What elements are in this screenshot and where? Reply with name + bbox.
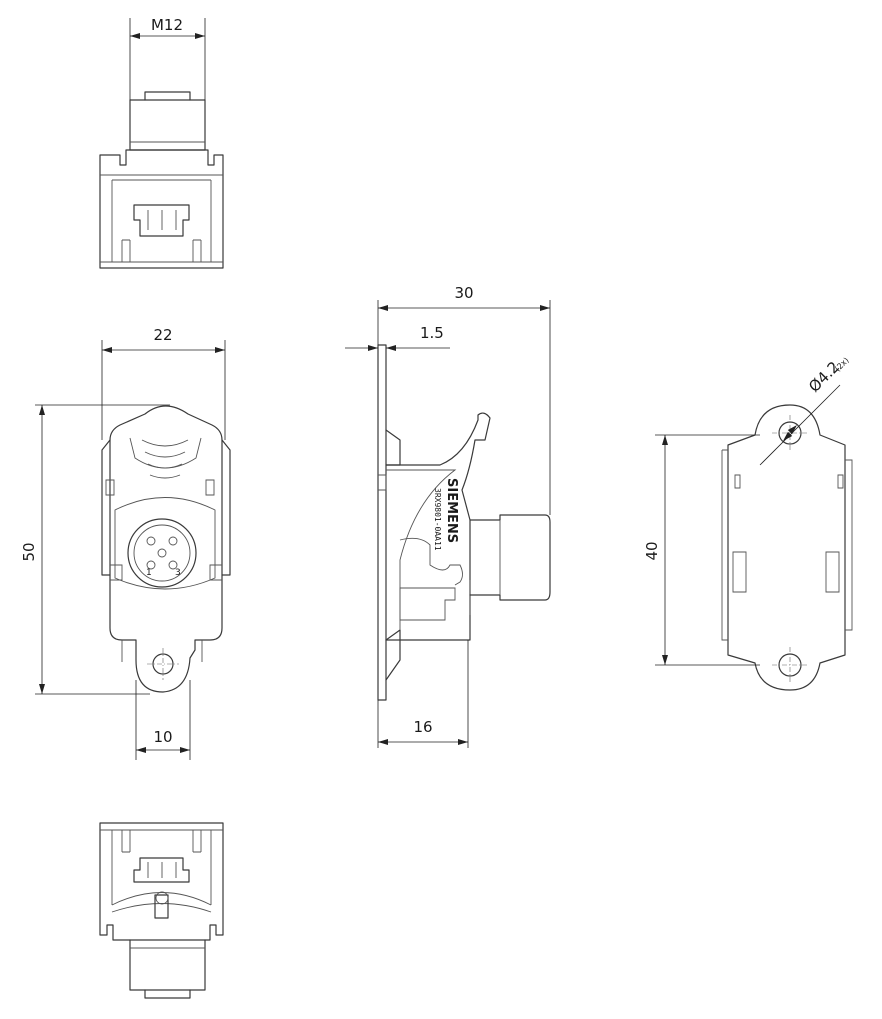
dimension-40: 40	[643, 434, 760, 666]
dim-40-label: 40	[643, 541, 661, 560]
dimension-50: 50	[20, 404, 170, 695]
dimension-22: 22	[101, 326, 226, 440]
side-view: SIEMENS 3RX9801-0AA11	[377, 344, 551, 701]
dimension-30: 30	[377, 284, 551, 515]
dim-50-label: 50	[20, 542, 38, 561]
front-view: 1 3	[101, 405, 231, 693]
dim-1-5-label: 1.5	[420, 324, 444, 342]
dim-30-label: 30	[454, 284, 473, 302]
dimension-hole-diameter: Ø4.2 (2x)	[759, 356, 851, 466]
dimension-16: 16	[377, 640, 469, 748]
dim-10-label: 10	[153, 728, 172, 746]
bottom-view	[99, 822, 224, 999]
dimension-10: 10	[135, 680, 191, 760]
rear-view	[721, 404, 853, 691]
dim-16-label: 16	[413, 718, 432, 736]
dimension-m12: M12	[129, 16, 206, 100]
pin-3-label: 3	[175, 568, 181, 578]
dimension-1-5: 1.5	[345, 324, 450, 351]
part-number-label: 3RX9801-0AA11	[433, 488, 442, 551]
dim-hole-qty-label: (2x)	[833, 356, 851, 374]
dim-m12-label: M12	[151, 16, 183, 34]
pin-1-label: 1	[146, 568, 152, 578]
brand-label: SIEMENS	[444, 478, 459, 543]
dim-22-label: 22	[153, 326, 172, 344]
top-view	[99, 91, 224, 269]
